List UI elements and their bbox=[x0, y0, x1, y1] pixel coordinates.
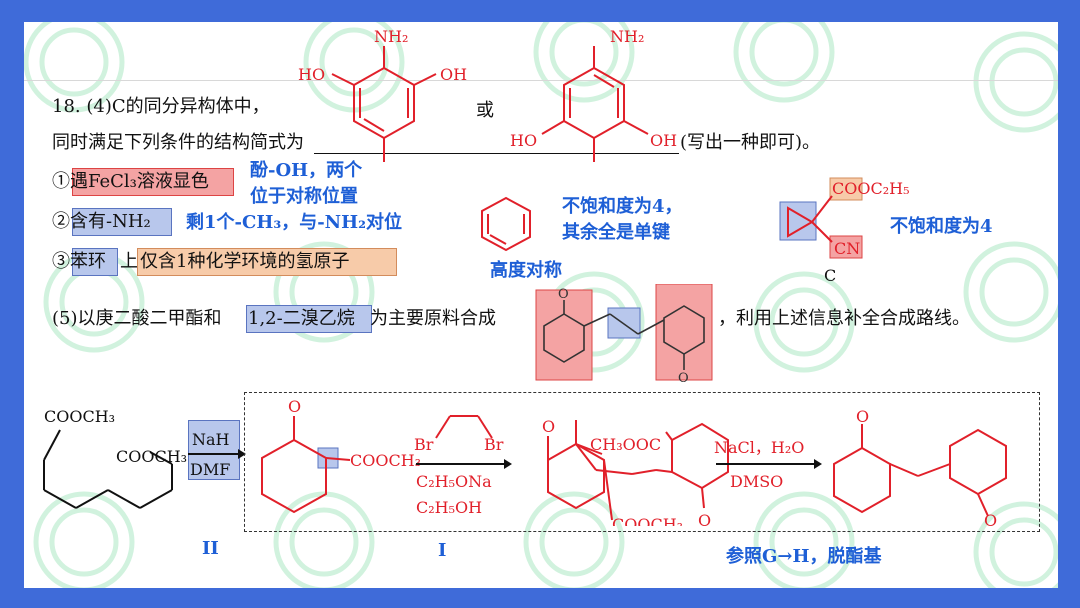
cn-label: CN bbox=[834, 239, 860, 258]
diester-cooch3-top: COOCH₃ bbox=[44, 407, 115, 426]
dimer-o-left: O bbox=[542, 417, 555, 436]
final-o-left: O bbox=[856, 408, 869, 426]
structure-dibromoethane: Br Br bbox=[414, 415, 504, 454]
reagent-nah: NaH bbox=[192, 430, 230, 449]
note-unsat-4: 不饱和度为4， bbox=[562, 196, 683, 217]
label-step-i: I bbox=[438, 540, 447, 561]
nh2-label-2: NH₂ bbox=[610, 27, 644, 46]
reagent-nacl-h2o: NaCl，H₂O bbox=[714, 438, 805, 457]
structure-target: O O bbox=[535, 284, 713, 384]
structure-dimer-diester: O CH₃OOC COOCH₃ O bbox=[542, 417, 729, 526]
br-right: Br bbox=[484, 435, 504, 454]
arrow-step1 bbox=[188, 449, 246, 459]
target-o-left: O bbox=[558, 287, 569, 302]
dimer-cooch3: COOCH₃ bbox=[612, 515, 683, 526]
highlight-benzene-ring bbox=[72, 248, 118, 276]
dimer-o-right: O bbox=[698, 511, 711, 526]
structure-final-product: O O bbox=[833, 408, 1007, 528]
reagent-dmf: DMF bbox=[190, 460, 231, 479]
highlight-nh2 bbox=[72, 208, 172, 236]
note-high-symmetry: 高度对称 bbox=[490, 260, 562, 281]
dimer-ch3ooc: CH₃OOC bbox=[590, 435, 661, 454]
route-dashed-box bbox=[244, 392, 1040, 532]
condition-3c: 仅含1种化学环境的氢原子 bbox=[140, 251, 350, 272]
ho-label-1: HO bbox=[298, 65, 325, 84]
cooc2h5-label: COOC₂H₅ bbox=[832, 179, 910, 198]
arrow-step2 bbox=[416, 459, 512, 469]
highlight-dibromoethane bbox=[246, 305, 372, 333]
oh-label-2: OH bbox=[650, 131, 677, 150]
question-part5-c: 为主要原料合成 bbox=[370, 308, 496, 329]
question-part4-suffix: (写出一种即可)。 bbox=[680, 132, 821, 153]
question-part5-d: ，利用上述信息补全合成路线。 bbox=[718, 308, 970, 329]
nh2-label-1: NH₂ bbox=[374, 27, 408, 46]
structure-ketoester: O COOCH₃ bbox=[261, 397, 421, 514]
condition-1: ①遇FeCl₃溶液显色 bbox=[52, 171, 209, 192]
slide-panel: 18. (4)C的同分异构体中， 同时满足下列条件的结构简式为 (写出一种即可)… bbox=[24, 22, 1058, 588]
structure-compound-c: COOC₂H₅ CN bbox=[779, 177, 910, 259]
target-o-right: O bbox=[678, 371, 689, 384]
ho-label-2: HO bbox=[510, 131, 537, 150]
condition-2: ②含有-NH₂ bbox=[52, 211, 151, 232]
question-part5-b: 1,2-二溴乙烷 bbox=[248, 308, 355, 329]
reagent-c2h5ona: C₂H₅ONa bbox=[416, 472, 492, 491]
reagent-c2h5oh: C₂H₅OH bbox=[416, 498, 483, 517]
br-left: Br bbox=[414, 435, 434, 454]
question-part4-prefix: 18. (4)C的同分异构体中， bbox=[52, 96, 270, 117]
label-step-ii: II bbox=[202, 538, 219, 559]
top-rule bbox=[24, 80, 1058, 81]
benzene-ring bbox=[481, 196, 531, 252]
condition-3a: ③苯环 bbox=[52, 251, 106, 272]
structure-isomer-1: NH₂ HO OH bbox=[298, 27, 467, 162]
or-connector: 或 bbox=[476, 100, 494, 121]
reagent-dmso: DMSO bbox=[730, 472, 784, 491]
note-symmetric: 位于对称位置 bbox=[250, 186, 358, 207]
structure-diester: COOCH₃ COOCH₃ bbox=[43, 407, 187, 509]
label-compound-c: C bbox=[824, 266, 837, 285]
final-o-right: O bbox=[984, 511, 997, 528]
condition-3b: 上 bbox=[120, 251, 138, 272]
highlight-fecl3 bbox=[72, 168, 234, 196]
note-methyl-para: 剩1个-CH₃，与-NH₂对位 bbox=[186, 212, 403, 233]
watermark-pattern bbox=[24, 22, 1058, 588]
oh-label-1: OH bbox=[440, 65, 467, 84]
note-phenol: 酚-OH，两个 bbox=[250, 160, 363, 181]
arrow-step3 bbox=[716, 459, 822, 469]
highlight-one-h-env bbox=[137, 248, 397, 276]
ketoester-o: O bbox=[288, 397, 301, 416]
answer-blank bbox=[314, 153, 679, 154]
question-part4-line2: 同时满足下列条件的结构简式为 bbox=[52, 132, 304, 153]
diester-cooch3-bottom: COOCH₃ bbox=[116, 447, 187, 466]
structure-isomer-2: NH₂ HO OH bbox=[510, 27, 677, 162]
note-decarboxylation: 参照G→H，脱酯基 bbox=[726, 546, 882, 567]
note-single-bonds: 其余全是单键 bbox=[562, 222, 670, 243]
ketoester-cooch3: COOCH₃ bbox=[350, 451, 421, 470]
question-part5-a: (5)以庚二酸二甲酯和 bbox=[52, 308, 222, 329]
note-unsat-4-c: 不饱和度为4 bbox=[890, 216, 993, 237]
